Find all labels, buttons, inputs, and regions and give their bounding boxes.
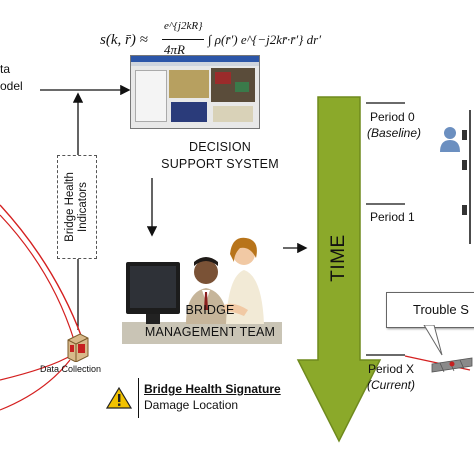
- bridge-health-indicators-box: Bridge Health Indicators: [57, 155, 97, 259]
- callout-pointer: [423, 325, 443, 356]
- period-1-label: Period 1: [370, 210, 415, 224]
- period-x-label: Period X: [368, 362, 415, 376]
- backscatter-formula: s(k, r̄) ≈ e^{j2kR} 4πR ∫ ρ(r̄′) e^{−j2k…: [100, 18, 330, 66]
- dss-line1: DECISION: [188, 140, 252, 154]
- period-x-sub: (Current): [367, 378, 416, 392]
- period-0-sub: (Baseline): [367, 126, 422, 140]
- data-collection-icon: [67, 333, 89, 362]
- indicators-line1: Bridge Health: [64, 172, 76, 242]
- time-label: TIME: [328, 234, 349, 282]
- team-line1: BRIDGE: [185, 303, 235, 317]
- trouble-callout-text: Trouble S: [413, 302, 469, 317]
- bridge-team-label: BRIDGE MANAGEMENT TEAM: [130, 303, 290, 339]
- dss-line2: SUPPORT SYSTEM: [161, 157, 279, 171]
- warning-icon: [106, 386, 132, 409]
- red-arc-2: [0, 214, 75, 341]
- trouble-callout: Trouble S: [386, 292, 474, 328]
- red-arc-1: [0, 204, 83, 339]
- signature-title: Bridge Health Signature: [144, 382, 281, 396]
- dss-screenshot: [130, 55, 260, 129]
- bridge-fragment: [431, 357, 473, 373]
- formula-denominator: 4πR: [164, 42, 185, 57]
- left-partial-line2: odel: [0, 79, 23, 93]
- decision-support-label: DECISION SUPPORT SYSTEM: [150, 140, 290, 171]
- red-arc-4: [0, 359, 71, 411]
- left-partial-line1: ta: [0, 62, 11, 76]
- management-team-illustration: [122, 237, 282, 344]
- right-partial-marks: [462, 120, 468, 230]
- formula-numerator: e^{j2kR}: [164, 20, 203, 32]
- signature-bracket: [138, 378, 139, 418]
- team-line2: MANAGEMENT TEAM: [144, 325, 276, 339]
- period-0-label: Period 0: [370, 110, 415, 124]
- formula-integral: ∫ ρ(r̄′) e^{−j2kr̄·r̄′} dr′: [208, 32, 322, 47]
- person-icon: [440, 127, 460, 152]
- signature-subtitle: Damage Location: [144, 398, 239, 412]
- formula-lhs: s(k, r̄) ≈: [100, 32, 148, 48]
- time-arrow: [296, 96, 382, 443]
- data-collection-label: Data Collection: [40, 364, 102, 374]
- indicators-line2: Indicators: [77, 182, 89, 232]
- formula-fraction-bar: [162, 39, 204, 40]
